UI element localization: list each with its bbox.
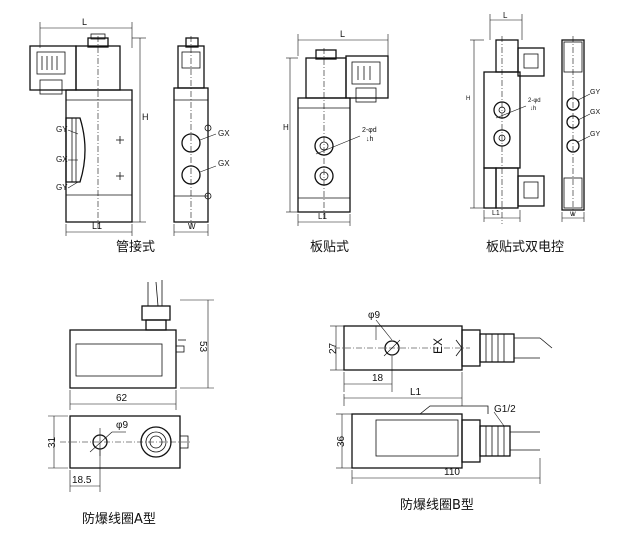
dual-coil-top <box>517 47 545 77</box>
dual-dim-H: H <box>466 96 470 102</box>
coil-a-dim-h2: 31 <box>47 436 58 448</box>
coil-a-dim-w: 62 <box>116 393 128 404</box>
dual-body <box>483 71 521 169</box>
dual-side-GY-1: GY <box>590 89 600 96</box>
view-plate-dual-side: GY GX GY W <box>561 36 600 222</box>
caption-coil-a: 防爆线圈A型 <box>82 512 156 527</box>
plate-hole-spec: 2-φd <box>362 127 377 134</box>
side-port-GX-1: GX <box>218 129 230 138</box>
port-GY-1: GY <box>56 125 68 134</box>
view-pipe-type: L H L1 GY GX GY <box>29 17 149 236</box>
coil-a-front: 53 62 <box>69 280 214 410</box>
plate-dim-L: L <box>340 29 345 39</box>
port-GY-2: GY <box>56 183 68 192</box>
dual-coil-bottom <box>517 175 545 207</box>
caption-coil-b: 防爆线圈B型 <box>400 498 474 513</box>
coil-a-body <box>69 329 177 389</box>
dim-L: L <box>82 17 87 27</box>
coil-a-bottom: φ9 31 18.5 <box>47 415 190 492</box>
coil-b-body-front <box>351 413 463 469</box>
view-plate-type: L 2-φd ↓h H L1 <box>283 29 389 226</box>
dual-hole-spec: 2-φd <box>528 98 541 104</box>
side-dim-W: W <box>188 222 196 231</box>
coil-b-front: G1/2 36 110 <box>336 404 541 484</box>
coil-a-dim-h: 53 <box>197 341 208 353</box>
coil-b-thread: G1/2 <box>494 404 516 415</box>
coil-b-dim-w: 110 <box>444 467 460 478</box>
dual-dim-L: L <box>503 11 508 20</box>
dual-side-GX: GX <box>590 109 600 116</box>
coil-b-dim-hole-x: 18 <box>372 373 384 384</box>
coil-b-ex-mark: EX <box>431 338 445 354</box>
view-plate-dual: L 2-φd ↓h H L1 <box>466 11 545 224</box>
plate-dim-H: H <box>283 123 289 132</box>
side-port-GX-2: GX <box>218 159 230 168</box>
coil-a-hole-d: φ9 <box>116 420 128 431</box>
dual-dim-L1: L1 <box>492 210 500 217</box>
coil-b-hole-d: φ9 <box>368 310 380 321</box>
plate-hole-depth: ↓h <box>366 136 374 143</box>
coil-b-dim-h: 27 <box>328 342 339 354</box>
dual-side-dim-W: W <box>570 212 576 218</box>
dim-L1: L1 <box>92 221 102 231</box>
plate-dim-L1: L1 <box>318 212 327 221</box>
port-GX-1: GX <box>56 155 68 164</box>
caption-plate-dual: 板贴式双电控 <box>486 240 565 255</box>
dim-H: H <box>142 112 149 122</box>
coil-b-dim-h2: 36 <box>336 435 347 447</box>
coil-a-dim-hole-x: 18.5 <box>72 475 92 486</box>
coil-b-dim-L1: L1 <box>410 387 422 398</box>
caption-plate-type: 板贴式 <box>310 240 350 255</box>
dual-side-GY-2: GY <box>590 131 600 138</box>
dual-hole-depth: ↓h <box>530 106 536 112</box>
caption-pipe-type: 管接式 <box>116 240 156 255</box>
view-pipe-side: GX GX W <box>173 36 230 236</box>
coil-b-top: φ9 EX 27 18 L1 <box>328 310 553 406</box>
